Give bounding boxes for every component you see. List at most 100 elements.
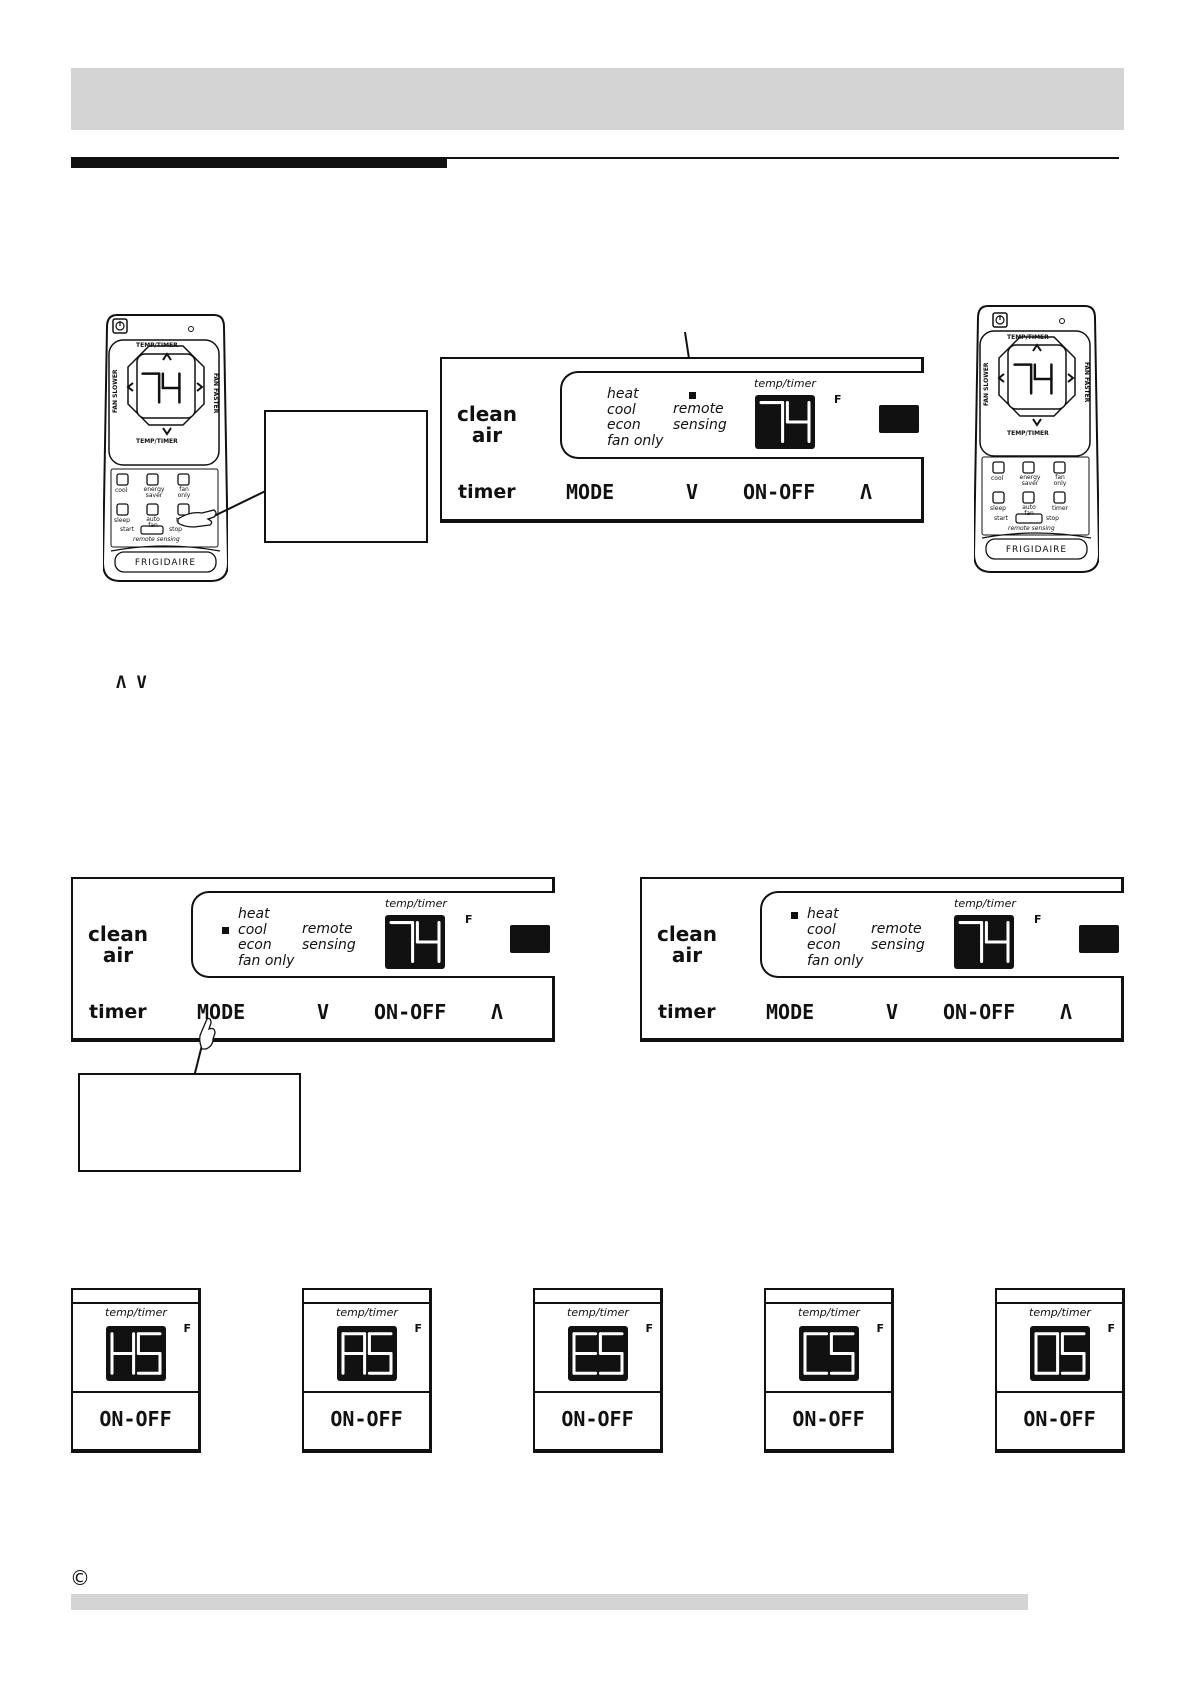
up-button[interactable]: Λ	[1060, 1000, 1073, 1024]
temperature-display	[954, 915, 1014, 969]
up-down-arrows-text: Λ V	[116, 673, 147, 693]
sensing-label: sensing	[302, 937, 356, 953]
remote-stop-label: stop	[169, 526, 182, 533]
on-off-button[interactable]: ON-OFF	[1023, 1407, 1096, 1431]
remote-brand-logo: FRIGIDAIRE	[134, 558, 197, 568]
down-button[interactable]: V	[686, 480, 699, 504]
air-label: air	[671, 943, 703, 967]
remote-temp-timer-top: TEMP/TIMER	[1007, 334, 1049, 341]
up-button[interactable]: Λ	[860, 480, 873, 504]
remote-label: remote	[302, 921, 353, 937]
remote-btn-label-cool: cool	[115, 487, 128, 494]
mode-list: heat cool econ fan only	[807, 906, 864, 969]
remote-btn-label-auto-fan: auto fan	[146, 516, 160, 529]
clean-label: clean	[656, 922, 717, 946]
remote-btn-label-timer: timer	[1052, 505, 1069, 512]
remote-fan-slower: FAN SLOWER	[112, 369, 119, 413]
temp-timer-label: temp/timer	[798, 1306, 860, 1319]
temp-timer-label: temp/timer	[105, 1306, 167, 1319]
down-button[interactable]: V	[317, 1000, 330, 1024]
mode-list: heat cool econ fan only	[607, 386, 664, 449]
remote-start-label: start	[120, 526, 134, 533]
remote-start-label: start	[994, 515, 1008, 522]
mode-econ: econ	[607, 417, 641, 433]
timer-button[interactable]: timer	[89, 1001, 147, 1023]
code-box-mid-rule	[535, 1391, 660, 1393]
remote-sensing-label: remote sensing	[673, 401, 727, 433]
mode-button[interactable]: MODE	[566, 480, 615, 504]
mode-fan-only: fan only	[238, 952, 295, 969]
mode-button[interactable]: MODE	[766, 1000, 815, 1024]
sensing-label: sensing	[871, 937, 925, 953]
down-button[interactable]: V	[886, 1000, 899, 1024]
remote-btn-label-auto-fan: auto fan	[1022, 504, 1036, 517]
on-off-button[interactable]: ON-OFF	[330, 1407, 403, 1431]
unit-label: F	[414, 1322, 422, 1335]
remote-label: remote	[673, 401, 724, 417]
remote-sensing-label: remote sensing	[133, 536, 180, 543]
callout-box-1	[264, 410, 428, 543]
on-off-button[interactable]: ON-OFF	[743, 480, 816, 504]
code-box-es: temp/timer F ON-OFF	[533, 1288, 663, 1453]
on-off-button[interactable]: ON-OFF	[943, 1000, 1016, 1024]
copyright-symbol: ©	[70, 1566, 90, 1590]
mode-cool: cool	[238, 921, 267, 938]
code-box-os: temp/timer F ON-OFF	[995, 1288, 1125, 1453]
remote-btn-label-sleep: sleep	[114, 517, 130, 524]
unit-label: F	[465, 913, 473, 926]
remote-btn-label-cool: cool	[991, 475, 1004, 482]
on-off-button[interactable]: ON-OFF	[99, 1407, 172, 1431]
on-off-button[interactable]: ON-OFF	[374, 1000, 447, 1024]
timer-button[interactable]: timer	[458, 481, 516, 503]
control-panel-main: clean air heat cool econ fan only remote…	[440, 357, 924, 523]
remote-btn-label-energy-saver: energy saver	[143, 486, 165, 499]
clean-label: clean	[87, 922, 148, 946]
on-off-button[interactable]: ON-OFF	[561, 1407, 634, 1431]
code-box-hs: temp/timer F ON-OFF	[71, 1288, 201, 1453]
mode-button[interactable]: MODE	[197, 1000, 246, 1024]
up-button[interactable]: Λ	[491, 1000, 504, 1024]
temp-timer-label: temp/timer	[1029, 1306, 1091, 1319]
section-rule-thin	[447, 157, 1119, 159]
unit-label: F	[645, 1322, 653, 1335]
remote-sensing-label: remote sensing	[1008, 525, 1055, 532]
control-panel-heat-mode: clean air heat cool econ fan only remote…	[640, 877, 1124, 1042]
remote-btn-label-sleep: sleep	[990, 505, 1006, 512]
remote-control-left: TEMP/TIMER TEMP/TIMER FAN SLOWER FAN FAS…	[101, 313, 230, 587]
remote-label: remote	[871, 921, 922, 937]
control-panel-mode-select: clean air heat cool econ fan only remote…	[71, 877, 555, 1042]
clean-air-button[interactable]: clean air	[87, 924, 149, 966]
temp-timer-label: temp/timer	[954, 897, 1016, 910]
on-off-button[interactable]: ON-OFF	[792, 1407, 865, 1431]
code-display	[799, 1326, 859, 1381]
code-display	[568, 1326, 628, 1381]
remote-temp-timer-bottom: TEMP/TIMER	[136, 438, 178, 445]
section-rule-thick	[71, 157, 447, 168]
remote-temp-timer-top: TEMP/TIMER	[136, 342, 178, 349]
remote-btn-label-fan-only: fan only	[177, 486, 191, 499]
temp-timer-label: temp/timer	[385, 897, 447, 910]
timer-button[interactable]: timer	[658, 1001, 716, 1023]
callout-box-2	[78, 1073, 301, 1172]
clean-air-button[interactable]: clean air	[656, 924, 718, 966]
code-box-mid-rule	[304, 1391, 429, 1393]
temp-timer-label: temp/timer	[336, 1306, 398, 1319]
mode-econ: econ	[807, 937, 841, 953]
mode-indicator-heat	[791, 912, 798, 919]
temp-timer-label: temp/timer	[567, 1306, 629, 1319]
remote-sensing-indicator	[689, 392, 696, 399]
display-window	[1079, 925, 1119, 953]
clean-air-button[interactable]: clean air	[456, 404, 518, 446]
temperature-display	[385, 915, 445, 969]
code-box-top-rule	[766, 1302, 891, 1304]
remote-fan-faster: FAN FASTER	[212, 373, 219, 414]
header-band	[71, 68, 1124, 130]
code-box-top-rule	[304, 1302, 429, 1304]
mode-fan-only: fan only	[807, 952, 864, 969]
remote-btn-label-energy-saver: energy saver	[1019, 474, 1041, 487]
mode-fan-only: fan only	[607, 432, 664, 449]
remote-temp-timer-bottom: TEMP/TIMER	[1007, 430, 1049, 437]
display-window	[879, 405, 919, 433]
temperature-display	[755, 395, 815, 449]
code-box-mid-rule	[997, 1391, 1122, 1393]
